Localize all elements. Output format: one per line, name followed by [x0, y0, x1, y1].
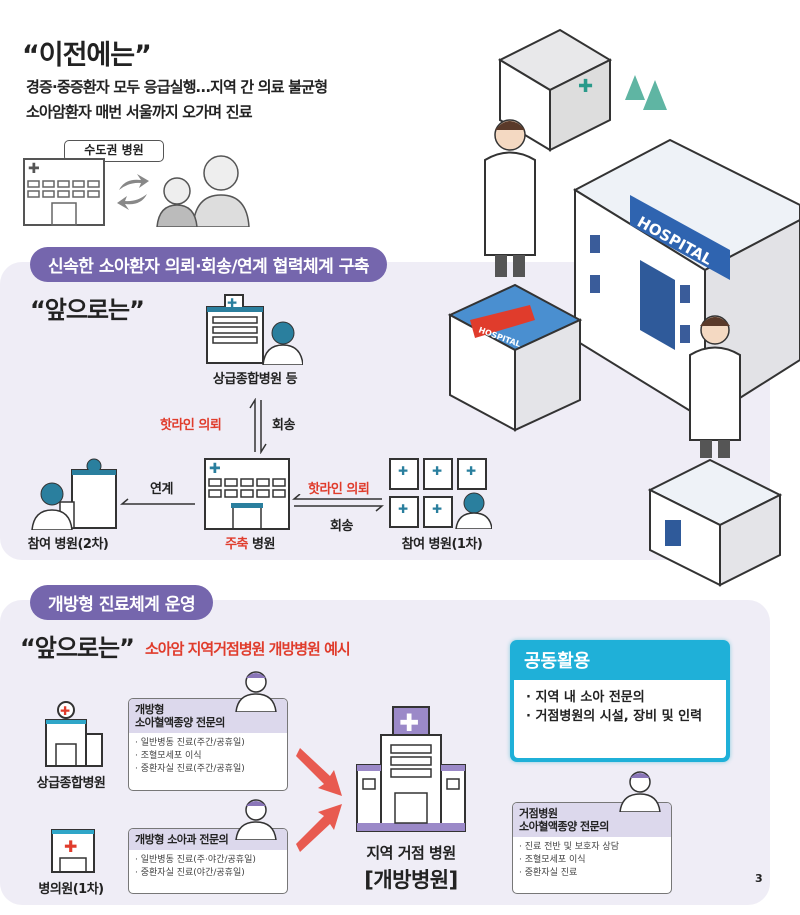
trees-illustration: [625, 75, 667, 110]
svg-text:✚: ✚: [28, 161, 40, 177]
secondary-hospital-label: 참여 병원(2차): [27, 537, 109, 552]
clinic-icon: ✚: [51, 829, 95, 873]
mid-hospital-illustration: HOSPITAL: [447, 283, 583, 432]
doctor-icon-3: [619, 771, 661, 812]
card1-title1: 개방형: [135, 703, 164, 716]
capital-hospital-icon: ✚: [23, 158, 105, 226]
svg-text:✚: ✚: [398, 502, 408, 516]
red-arrows: [296, 748, 342, 852]
card1-item: 중환자실 진료(주간/공휴일): [135, 763, 281, 776]
card2-item: 일반병동 진료(주·야간/공휴일): [135, 854, 281, 867]
card3-title1: 거점병원: [519, 807, 558, 820]
section1-header-pill: 신속한 소아환자 의뢰·회송/연계 협력체계 구축: [30, 247, 388, 282]
section2-subtitle: 소아암 지역거점병원 개방병원 예시: [145, 640, 351, 658]
svg-text:✚: ✚: [432, 502, 442, 516]
parent-child-icon: [156, 155, 250, 227]
link-arrow: [120, 498, 195, 505]
tertiary-hospital-label: 상급종합병원 등: [212, 372, 298, 387]
section2-header-pill: 개방형 진료체계 운영: [30, 585, 214, 620]
shared-use-item: 지역 내 소아 전문의: [526, 688, 714, 707]
card3-item: 중환자실 진료: [519, 867, 665, 880]
doctor-icon-1: [235, 671, 277, 712]
card1-title2: 소아혈액종양 전문의: [135, 716, 225, 729]
isometric-hospital-illustrations: ✚ HOSPITAL HOSPITAL: [447, 28, 800, 587]
card3-title2: 소아혈액종양 전문의: [519, 820, 609, 833]
before-title: “이전에는”: [22, 40, 152, 71]
svg-text:✚: ✚: [578, 76, 593, 97]
card2-item: 중환자실 진료(야간/공휴일): [135, 867, 281, 880]
clinic-label: 병의원(1차): [38, 882, 104, 897]
secondary-hospital-icon: [31, 458, 117, 530]
open-hospital-label: [개방병원]: [364, 868, 458, 892]
vertical-exchange-arrows: [249, 398, 267, 454]
link-label: 연계: [150, 482, 173, 497]
hub-hospital-icon: ✚: [204, 458, 290, 530]
svg-text:✚: ✚: [227, 296, 237, 310]
right-exchange-arrows: [292, 494, 384, 512]
before-line1: 경증·중증환자 모두 응급실행…지역 간 의료 불균형: [26, 78, 328, 96]
svg-text:✚: ✚: [64, 837, 77, 856]
return-label-right: 회송: [330, 519, 353, 534]
section2-title: “앞으로는”: [20, 634, 135, 662]
doctor-icon-2: [235, 799, 277, 840]
svg-text:✚: ✚: [398, 464, 408, 478]
svg-text:✚: ✚: [399, 709, 419, 737]
card2-title1: 개방형 소아과 전문의: [135, 833, 229, 846]
svg-text:✚: ✚: [432, 464, 442, 478]
hub-label-red: 주축: [225, 537, 248, 552]
return-label-top: 회송: [272, 418, 295, 433]
main-hospital-illustration: HOSPITAL: [572, 138, 800, 422]
card3-item: 조혈모세포 이식: [519, 854, 665, 867]
svg-text:✚: ✚: [209, 461, 221, 477]
primary-clinics-icon: ✚ ✚ ✚ ✚ ✚: [389, 458, 492, 529]
tertiary-hospital-icon: ✚: [206, 294, 303, 365]
section1-title: “앞으로는”: [30, 296, 145, 324]
svg-text:✚: ✚: [60, 704, 70, 718]
primary-hospital-label: 참여 병원(1차): [401, 537, 483, 552]
shared-use-item: 거점병원의 시설, 장비 및 인력: [526, 707, 714, 726]
card3-item: 진료 전반 및 보호자 상담: [519, 841, 665, 854]
capital-hospital-bubble: 수도권 병원: [64, 140, 164, 162]
svg-text:✚: ✚: [466, 464, 476, 478]
hotline-referral-label-top: 핫라인 의뢰: [160, 418, 222, 433]
before-line2: 소아암환자 매번 서울까지 오가며 진료: [26, 103, 253, 121]
tertiary-hospital-icon-2: ✚: [45, 701, 103, 767]
round-trip-arrows-icon: [117, 174, 149, 210]
hotline-referral-label-right: 핫라인 의뢰: [308, 482, 370, 497]
shared-use-title: 공동활용: [524, 651, 591, 672]
card1-item: 조혈모세포 이식: [135, 750, 281, 763]
page-number: 3: [755, 872, 763, 885]
clinic-illustration: [647, 458, 783, 587]
hub-hospital-label: 주축 병원: [200, 533, 300, 552]
card1-item: 일반병동 진료(주간/공휴일): [135, 737, 281, 750]
tertiary-hospital-label-2: 상급종합병원: [36, 776, 106, 791]
shared-use-box: 공동활용 지역 내 소아 전문의거점병원의 시설, 장비 및 인력: [510, 640, 730, 762]
hub-label-rest: 병원: [247, 537, 275, 552]
regional-hub-hospital-icon: ✚: [356, 706, 466, 832]
doctor-illustration-1: [484, 119, 536, 277]
regional-hub-label: 지역 거점 병원: [366, 844, 456, 862]
doctor-illustration-2: [689, 315, 741, 458]
